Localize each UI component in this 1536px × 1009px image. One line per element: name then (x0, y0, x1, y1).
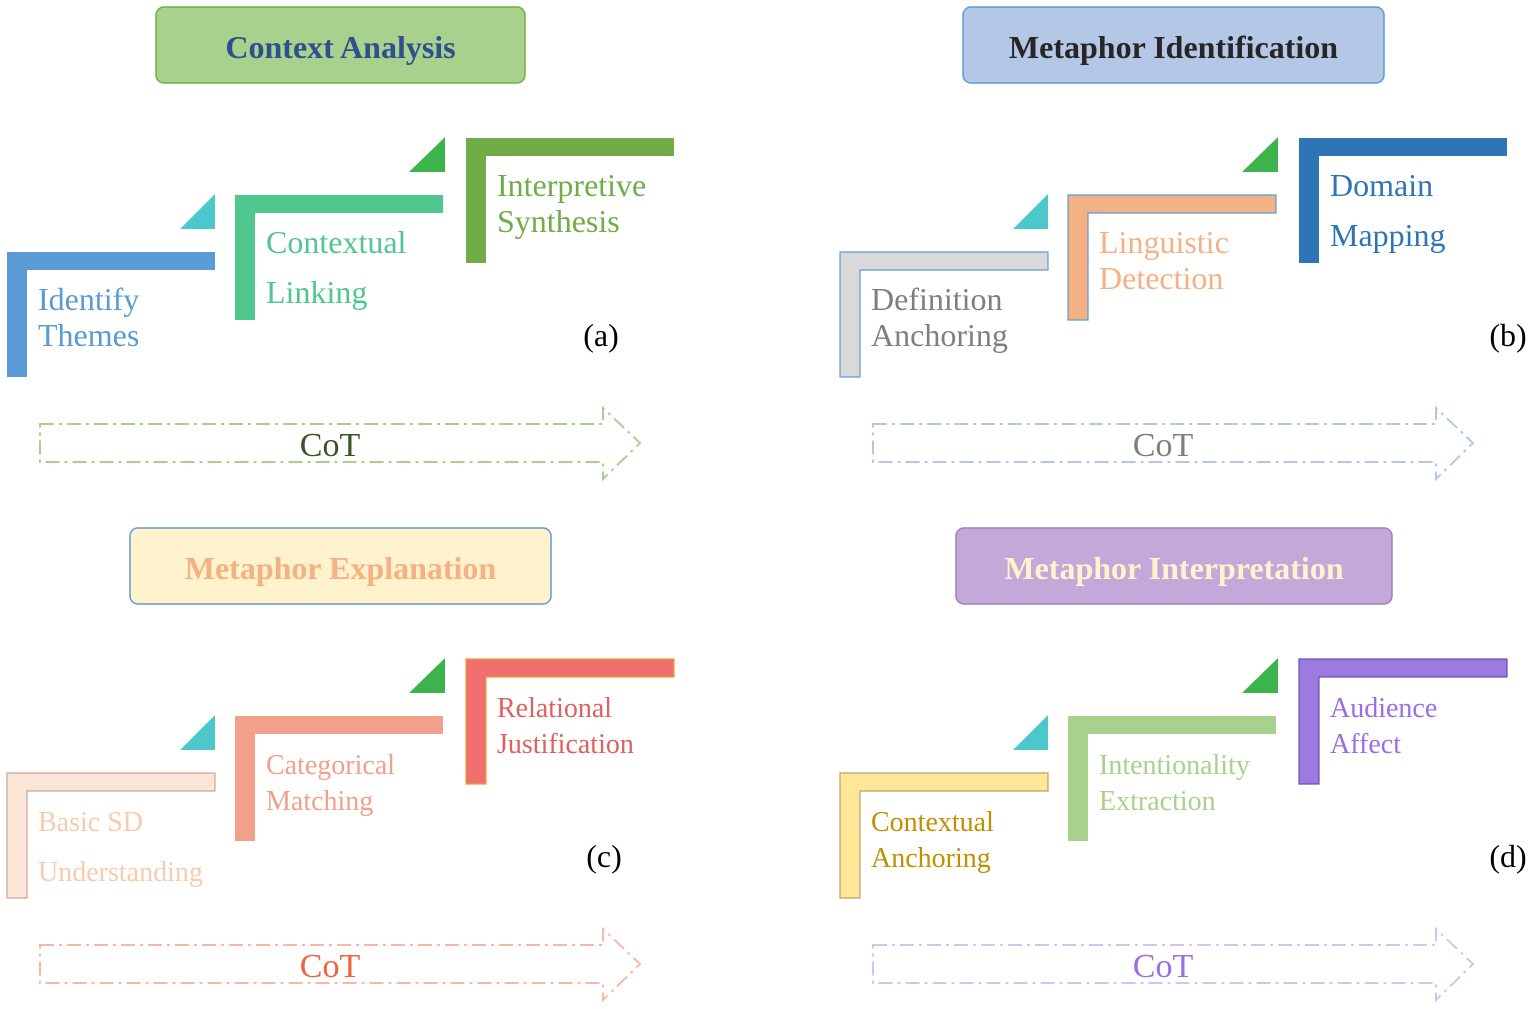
step-label-line: Mapping (1330, 217, 1446, 253)
cot-arrow (872, 405, 1475, 482)
step-connector-triangle (1013, 194, 1048, 229)
step-label-line: Extraction (1099, 786, 1216, 817)
step-label-line: Anchoring (871, 317, 1008, 353)
panel-title: Metaphor Interpretation (1004, 550, 1343, 586)
panel-d: Metaphor InterpretationContextualAnchori… (839, 527, 1527, 1003)
step-label-line: Justification (497, 729, 634, 760)
step-bracket (6, 772, 216, 899)
step-label-line: Understanding (38, 857, 203, 888)
step-bracket (465, 658, 675, 785)
step-connector-triangle (1013, 715, 1048, 750)
step-label-line: Anchoring (871, 843, 991, 874)
panel-title-box (955, 527, 1393, 605)
step-connector-triangle (180, 715, 215, 750)
step-label-line: Themes (38, 317, 139, 353)
step-label-line: Basic SD (38, 807, 143, 838)
step-label-line: Contextual (871, 807, 994, 838)
step-label-line: Linking (266, 274, 367, 310)
cot-arrow (872, 926, 1475, 1003)
step-label-line: Matching (266, 786, 373, 817)
step-bracket (1068, 716, 1276, 841)
panel-title-box (155, 6, 526, 84)
step-label-line: Affect (1330, 729, 1401, 760)
step-label-line: Identify (38, 281, 139, 317)
step-label-line: Domain (1330, 167, 1433, 203)
step-label-line: Detection (1099, 260, 1223, 296)
panel-title: Context Analysis (225, 29, 455, 65)
panel-title: Metaphor Identification (1009, 29, 1338, 65)
panel-label: (c) (586, 838, 622, 874)
step-label-line: Audience (1330, 693, 1437, 724)
cot-label: CoT (300, 427, 361, 464)
step-bracket (7, 252, 215, 377)
step-bracket (1067, 194, 1277, 321)
cot-arrow (39, 405, 642, 482)
step-bracket (839, 772, 1049, 899)
panel-title-box (129, 527, 552, 605)
step-label-line: Definition (871, 281, 1003, 317)
panel-label: (d) (1489, 838, 1526, 874)
step-connector-triangle (409, 658, 445, 693)
step-bracket (235, 195, 443, 320)
panel-title: Metaphor Explanation (185, 550, 497, 586)
step-label-line: Relational (497, 693, 612, 724)
step-connector-triangle (180, 194, 215, 229)
panel-b: Metaphor IdentificationDefinitionAnchori… (839, 6, 1527, 482)
panel-label: (a) (583, 317, 619, 353)
step-bracket (235, 716, 443, 841)
panel-a: Context AnalysisIdentifyThemesContextual… (7, 6, 674, 482)
cot-label: CoT (300, 948, 361, 985)
step-label-line: Interpretive (497, 167, 646, 203)
step-label-line: Synthesis (497, 203, 620, 239)
step-label-line: Intentionality (1099, 750, 1250, 781)
step-connector-triangle (409, 137, 445, 172)
cot-label: CoT (1133, 427, 1194, 464)
cot-label: CoT (1133, 948, 1194, 985)
step-connector-triangle (1242, 658, 1278, 693)
step-bracket (839, 251, 1049, 378)
step-label-line: Linguistic (1099, 224, 1229, 260)
step-connector-triangle (1242, 137, 1278, 172)
cot-arrow (39, 926, 642, 1003)
panel-label: (b) (1489, 317, 1526, 353)
step-bracket (466, 138, 674, 263)
step-bracket (1299, 138, 1507, 263)
step-label-line: Categorical (266, 750, 395, 781)
step-bracket (1298, 658, 1508, 785)
step-label-line: Contextual (266, 224, 407, 260)
panel-title-box (962, 6, 1385, 84)
step-1: Basic SD Understanding (6, 772, 216, 899)
